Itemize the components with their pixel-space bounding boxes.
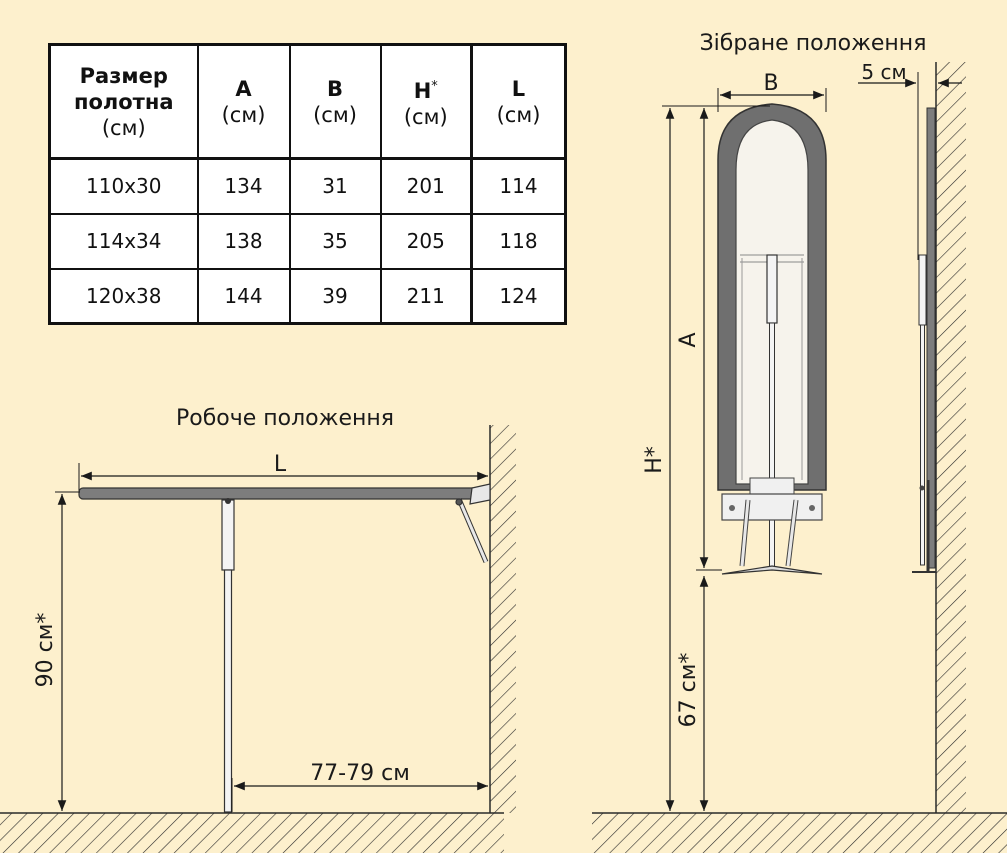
folded-label-bottom: 67 см* xyxy=(676,653,701,728)
header-b: B (см) xyxy=(288,43,382,160)
header-l: L (см) xyxy=(470,43,567,160)
cell-h: 211 xyxy=(379,267,473,325)
working-title: Робоче положення xyxy=(176,406,394,431)
cell-l: 118 xyxy=(470,212,567,270)
cell-size: 120х38 xyxy=(48,267,199,325)
header-size-unit: (см) xyxy=(101,115,146,140)
header-size-line1: Размер xyxy=(79,63,168,88)
cell-l: 124 xyxy=(470,267,567,325)
folded-board-side xyxy=(912,107,936,573)
cell-l: 114 xyxy=(470,157,567,215)
table-header-row: Размер полотна (см) A (см) B (см) H* (см… xyxy=(48,43,567,160)
working-wall xyxy=(489,425,516,813)
working-leg xyxy=(221,498,235,813)
header-l-unit: (см) xyxy=(496,102,541,127)
working-label-height: 90 см* xyxy=(33,613,58,688)
table-row: 110х30 134 31 201 114 xyxy=(48,157,567,215)
cell-a: 134 xyxy=(196,157,291,215)
header-a-unit: (см) xyxy=(221,102,266,127)
header-h-unit: (см) xyxy=(403,104,448,129)
folded-label-b: B xyxy=(763,71,778,96)
cell-a: 144 xyxy=(196,267,291,325)
header-b-unit: (см) xyxy=(313,102,357,127)
header-h: H* (см) xyxy=(379,43,473,160)
working-board xyxy=(78,487,478,500)
folded-label-a: A xyxy=(676,332,701,347)
cell-size: 110х30 xyxy=(48,157,199,215)
folded-dimension-a: A xyxy=(676,105,770,571)
folded-dimension-b: B xyxy=(717,71,827,112)
working-floor xyxy=(0,812,504,853)
folded-wall xyxy=(935,62,966,813)
header-size-line2: полотна xyxy=(73,89,174,114)
header-a: A (см) xyxy=(196,43,291,160)
folded-dimension-depth: 5 см xyxy=(858,60,962,260)
cell-h: 201 xyxy=(379,157,473,215)
cell-size: 114х34 xyxy=(48,212,199,270)
header-size: Размер полотна (см) xyxy=(48,43,199,160)
folded-position-view: Зібране положення B 5 см xyxy=(592,31,1007,853)
cell-h: 205 xyxy=(379,212,473,270)
cell-b: 39 xyxy=(288,267,382,325)
working-label-l: L xyxy=(274,452,287,477)
folded-label-depth: 5 см xyxy=(861,60,906,84)
working-wall-bracket xyxy=(455,483,491,563)
header-l-symbol: L xyxy=(511,76,526,101)
folded-title: Зібране положення xyxy=(700,31,927,56)
table-row: 120х38 144 39 211 124 xyxy=(48,267,567,325)
folded-label-h: H* xyxy=(642,446,667,474)
working-position-view: Робоче положення L xyxy=(0,406,516,853)
folded-floor xyxy=(592,812,1007,853)
cell-b: 31 xyxy=(288,157,382,215)
header-h-asterisk: * xyxy=(431,78,438,94)
cell-a: 138 xyxy=(196,212,291,270)
cell-b: 35 xyxy=(288,212,382,270)
working-dimension-l: L xyxy=(78,452,488,495)
header-h-symbol: H xyxy=(413,78,432,103)
working-dimension-height: 90 см* xyxy=(33,491,80,811)
header-b-symbol: B xyxy=(326,76,343,101)
header-a-symbol: A xyxy=(235,76,252,101)
folded-board-front xyxy=(717,103,827,575)
working-label-distance: 77-79 см xyxy=(310,761,410,786)
folded-dimension-h: H* xyxy=(642,105,700,811)
size-table: Размер полотна (см) A (см) B (см) H* (см… xyxy=(48,43,567,325)
table-row: 114х34 138 35 205 118 xyxy=(48,212,567,270)
folded-dimension-bottom: 67 см* xyxy=(676,576,709,811)
working-dimension-distance: 77-79 см xyxy=(231,761,488,812)
